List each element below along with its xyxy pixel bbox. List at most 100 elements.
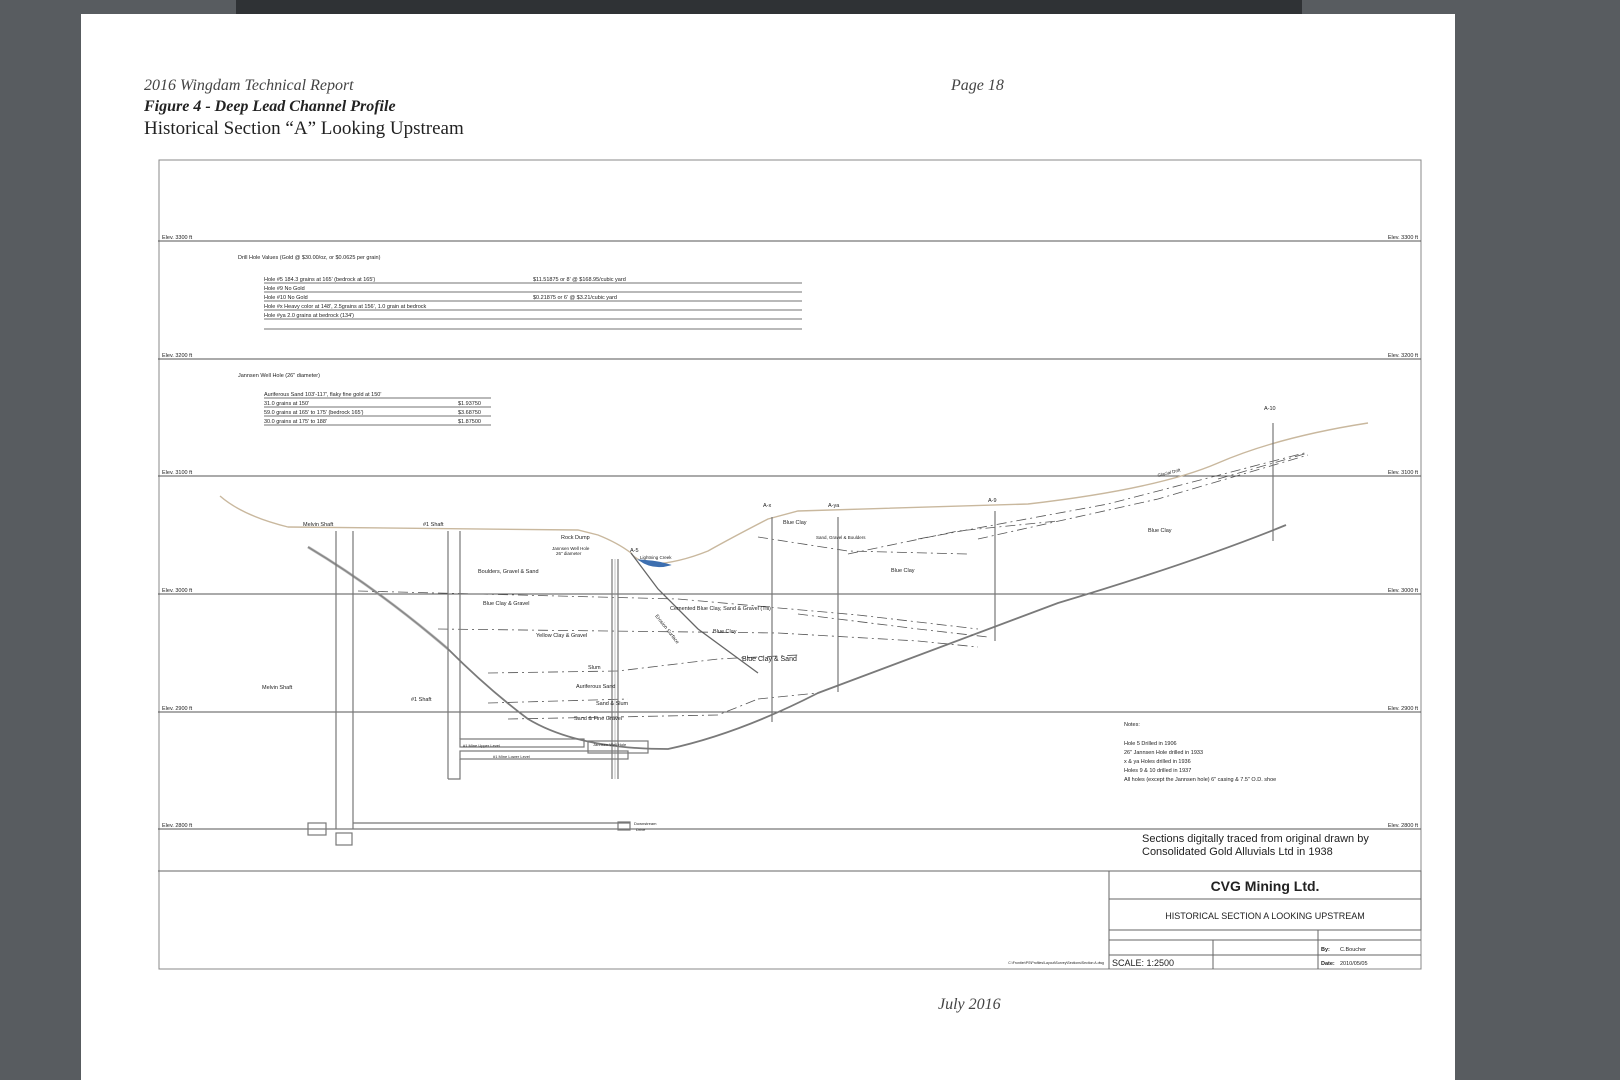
label-sand-gravel-boulders: Sand, Gravel & Boulders [816,535,866,540]
ground-surface-line [219,422,1369,565]
scale-label: SCALE: 1:2500 [1112,958,1174,968]
jannsen-drive [587,740,649,754]
elev-label-3300: Elev. 3300 ft [162,235,193,241]
label-sand-fine-gravel: Sand & Fine Gravel [574,716,622,722]
label-jannsen-diam: 26" diameter [556,551,582,556]
elev-label-2900: Elev. 2900 ft [162,706,193,712]
jannsen-row-2: 31.0 grains at 150' [264,401,309,407]
label-jannsen-low: Jannsen Well Hole [593,742,627,747]
footer-date: July 2016 [938,996,1001,1013]
elev-label-3200-right: Elev. 3200 ft [1388,353,1419,359]
label-ax: A-x [763,503,772,509]
drill-row-5: Hole #ya 2.0 grains at bedrock (134') [264,313,354,319]
label-shaft1-low: #1 Shaft [411,697,432,703]
viewer-top-bar [236,0,1302,14]
file-path: C:\Frontier\PS\Profiles\Layout\Survey\Se… [1008,961,1104,965]
jannsen-row-1: Auriferous Sand 103'-117', flaky fine go… [264,392,381,398]
label-yellow-clay: Yellow Clay & Gravel [536,633,587,639]
drawing-frame [158,159,1422,970]
erosion-surface-line [630,552,759,674]
note-line-2: 26" Jannsen Hole drilled in 1933 [1124,750,1203,756]
label-blue-clay-sand: Blue Clay & Sand [742,656,797,663]
note-line-5: All holes (except the Jannsen hole) 6" c… [1124,777,1276,783]
label-cemented: Cemented Blue Clay, Sand & Gravel (Till) [670,606,771,612]
notes-block: Notes: Hole 5 Drilled in 1906 26" Jannse… [1124,722,1276,783]
elev-label-3200: Elev. 3200 ft [162,353,193,359]
label-blue-clay-3: Blue Clay [1148,528,1172,534]
label-blue-clay-1: Blue Clay [783,520,807,526]
label-boulders-gravel-sand: Boulders, Gravel & Sand [478,569,539,575]
date-label: Date: [1321,961,1335,967]
elev-label-3000-right: Elev. 3000 ft [1388,588,1419,594]
label-drive: Drive [636,827,646,832]
jannsen-table: Jannsen Well Hole (26" diameter) Aurifer… [238,373,491,426]
drill-values-title: Drill Hole Values (Gold @ $30.00/oz, or … [238,255,381,261]
jannsen-row-3-value: $3.68750 [458,410,481,416]
label-melvin-shaft-low: Melvin Shaft [262,685,293,691]
drill-row-3: Hole #10 No Gold [264,295,308,301]
note-line-3: x & ya Holes drilled in 1936 [1124,759,1191,765]
notes-title: Notes: [1124,722,1140,728]
by-value: C.Boucher [1340,947,1366,953]
jannsen-title: Jannsen Well Hole (26" diameter) [238,373,320,379]
layer-boundaries [357,451,1309,720]
bedrock-line [307,524,1287,750]
note-line-1: Hole 5 Drilled in 1906 [1124,741,1177,747]
label-downstream: Downstream [634,821,657,826]
label-a10: A-10 [1264,406,1276,412]
label-mine-lower: #1 Mine Lower Level [493,754,530,759]
title-block-title: HISTORICAL SECTION A LOOKING UPSTREAM [1165,911,1365,921]
label-a5: A-5 [630,548,639,554]
report-title: 2016 Wingdam Technical Report [144,77,354,94]
label-sand-slum: Sand & Slum [596,701,629,707]
label-mine-upper: #1 Mine Upper Level [463,743,500,748]
page-number: Page 18 [951,77,1004,94]
elev-label-2900-right: Elev. 2900 ft [1388,706,1419,712]
label-glacial-drift: Glacial Drift [1157,467,1182,478]
drive-station [307,822,327,836]
label-slum: Slum [588,665,601,671]
label-rock-dump: Rock Dump [561,535,590,541]
label-a9: A-9 [988,498,997,504]
by-label: By: [1321,947,1330,953]
label-shaft1-top: #1 Shaft [423,522,444,528]
title-block [158,870,1422,969]
drill-row-1: Hole #5 184.3 grains at 165' (bedrock at… [264,277,375,283]
elev-label-3000: Elev. 3000 ft [162,588,193,594]
label-melvin-shaft-top: Melvin Shaft [303,522,334,528]
company-name: CVG Mining Ltd. [1211,878,1320,894]
jannsen-row-2-value: $1.93750 [458,401,481,407]
jannsen-row-4-value: $1.87500 [458,419,481,425]
drill-row-3-value: $0.21875 or 6' @ $3.21/cubic yard [533,295,617,301]
elev-label-2800-right: Elev. 2800 ft [1388,823,1419,829]
drill-values-table: Drill Hole Values (Gold @ $30.00/oz, or … [238,255,802,330]
section-title: Historical Section “A” Looking Upstream [144,118,464,139]
label-lightning-creek: Lightning Creek [640,555,672,560]
label-jannsen-hole: Jannsen Well Hole [552,546,590,551]
lightning-creek-water [637,559,672,568]
mine-lower-level [459,750,629,760]
note-line-4: Holes 9 & 10 drilled in 1937 [1124,768,1191,774]
figure-title: Figure 4 - Deep Lead Channel Profile [144,98,396,115]
drill-row-4: Hole #x Heavy color at 148', 2.5grains a… [264,304,427,310]
drill-row-2: Hole #9 No Gold [264,286,305,292]
drill-row-1-value: $11.51875 or 8' @ $168.95/cubic yard [533,277,626,283]
document-page: 2016 Wingdam Technical Report Page 18 Fi… [81,14,1455,1080]
trace-note-line-1: Sections digitally traced from original … [1142,833,1369,845]
label-blue-clay-4: Blue Clay [713,629,737,635]
elev-label-3100-right: Elev. 3100 ft [1388,470,1419,476]
elev-label-3100: Elev. 3100 ft [162,470,193,476]
elev-label-2800: Elev. 2800 ft [162,823,193,829]
label-erosion-surface: Erosion Surface [653,614,680,646]
shafts [307,423,1274,846]
label-blue-clay-gravel: Blue Clay & Gravel [483,601,529,607]
jannsen-row-3: 59.0 grains at 165' to 175' (bedrock 165… [264,410,364,416]
trace-note-line-2: Consolidated Gold Alluvials Ltd in 1938 [1142,846,1333,858]
label-auriferous-sand: Auriferous Sand [576,684,615,690]
cross-section-drawing: Elev. 3300 ft Elev. 3300 ft Elev. 3200 f… [158,159,1422,970]
elev-label-3300-right: Elev. 3300 ft [1388,235,1419,241]
label-blue-clay-2: Blue Clay [891,568,915,574]
label-aya: A-ya [828,503,840,509]
mine-upper-level [459,738,585,748]
jannsen-row-4: 30.0 grains at 175' to 188' [264,419,327,425]
